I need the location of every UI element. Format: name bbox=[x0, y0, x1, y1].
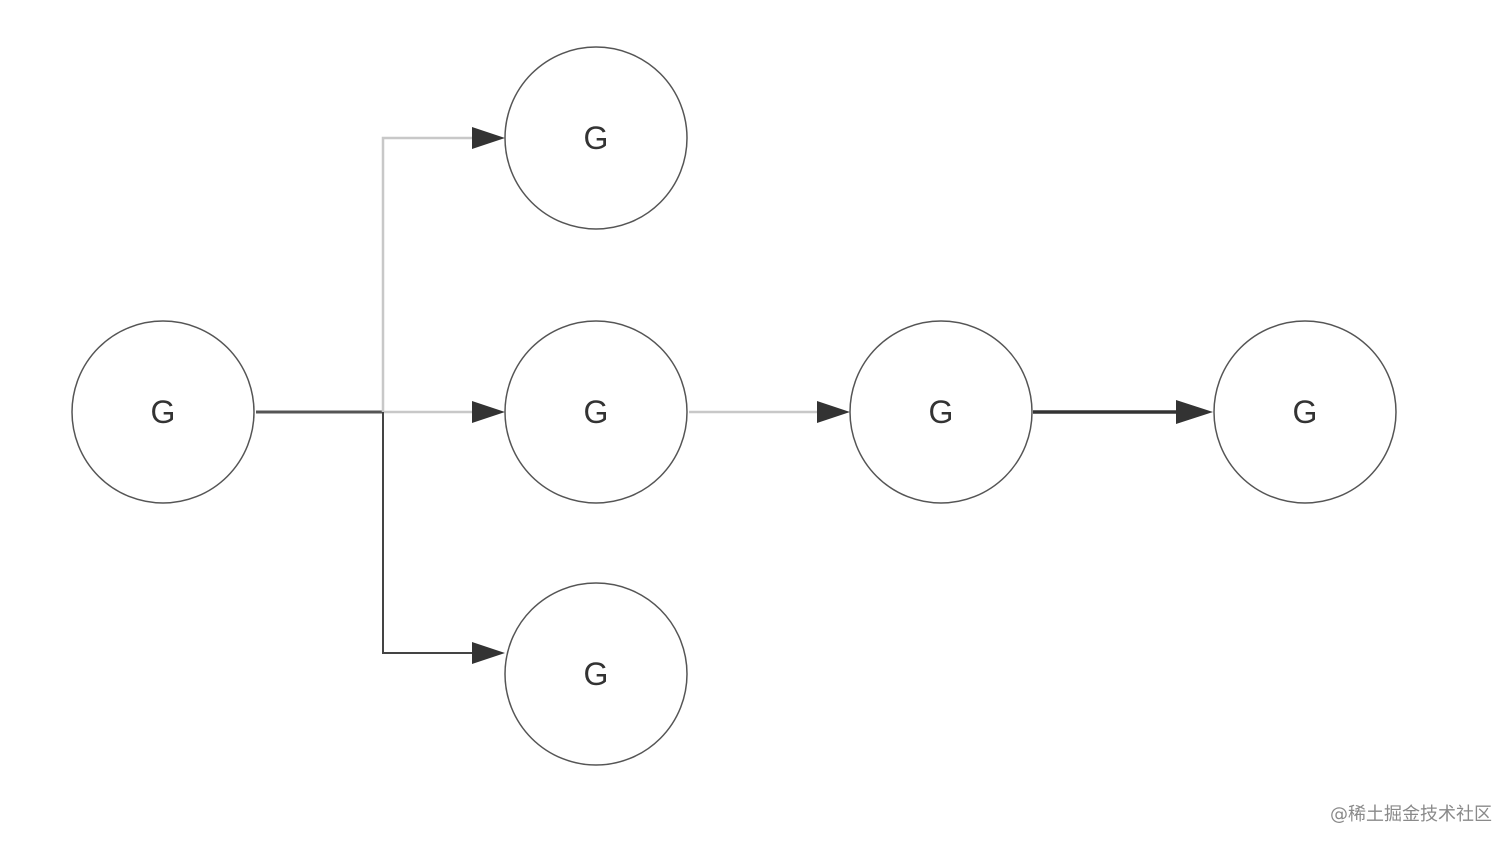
arrowhead-root-middle bbox=[472, 401, 505, 423]
node-middle-circle bbox=[504, 320, 688, 504]
node-last-circle bbox=[1213, 320, 1397, 504]
arrowhead-root-bottom bbox=[472, 642, 505, 664]
node-root: G bbox=[71, 320, 255, 504]
watermark: @稀土掘金技术社区 bbox=[1330, 804, 1492, 825]
edges bbox=[256, 127, 1213, 664]
arrowhead-middle-next bbox=[817, 401, 850, 423]
node-bottom-label: G bbox=[584, 656, 609, 692]
arrowhead-root-top bbox=[472, 127, 505, 149]
node-next: G bbox=[849, 320, 1033, 504]
node-top-label: G bbox=[584, 120, 609, 156]
node-last: G bbox=[1213, 320, 1397, 504]
node-middle: G bbox=[504, 320, 688, 504]
node-bottom: G bbox=[504, 582, 688, 766]
node-top: G bbox=[504, 46, 688, 230]
node-next-circle bbox=[849, 320, 1033, 504]
nodes: G G G G G G bbox=[71, 46, 1397, 766]
node-last-label: G bbox=[1293, 394, 1318, 430]
node-root-circle bbox=[71, 320, 255, 504]
arrowhead-next-last bbox=[1176, 400, 1213, 424]
node-bottom-circle bbox=[504, 582, 688, 766]
edge-root-top bbox=[381, 136, 472, 412]
node-top-circle bbox=[504, 46, 688, 230]
node-middle-label: G bbox=[584, 394, 609, 430]
node-root-label: G bbox=[151, 394, 176, 430]
edge-root-bottom bbox=[382, 412, 472, 654]
node-next-label: G bbox=[929, 394, 954, 430]
